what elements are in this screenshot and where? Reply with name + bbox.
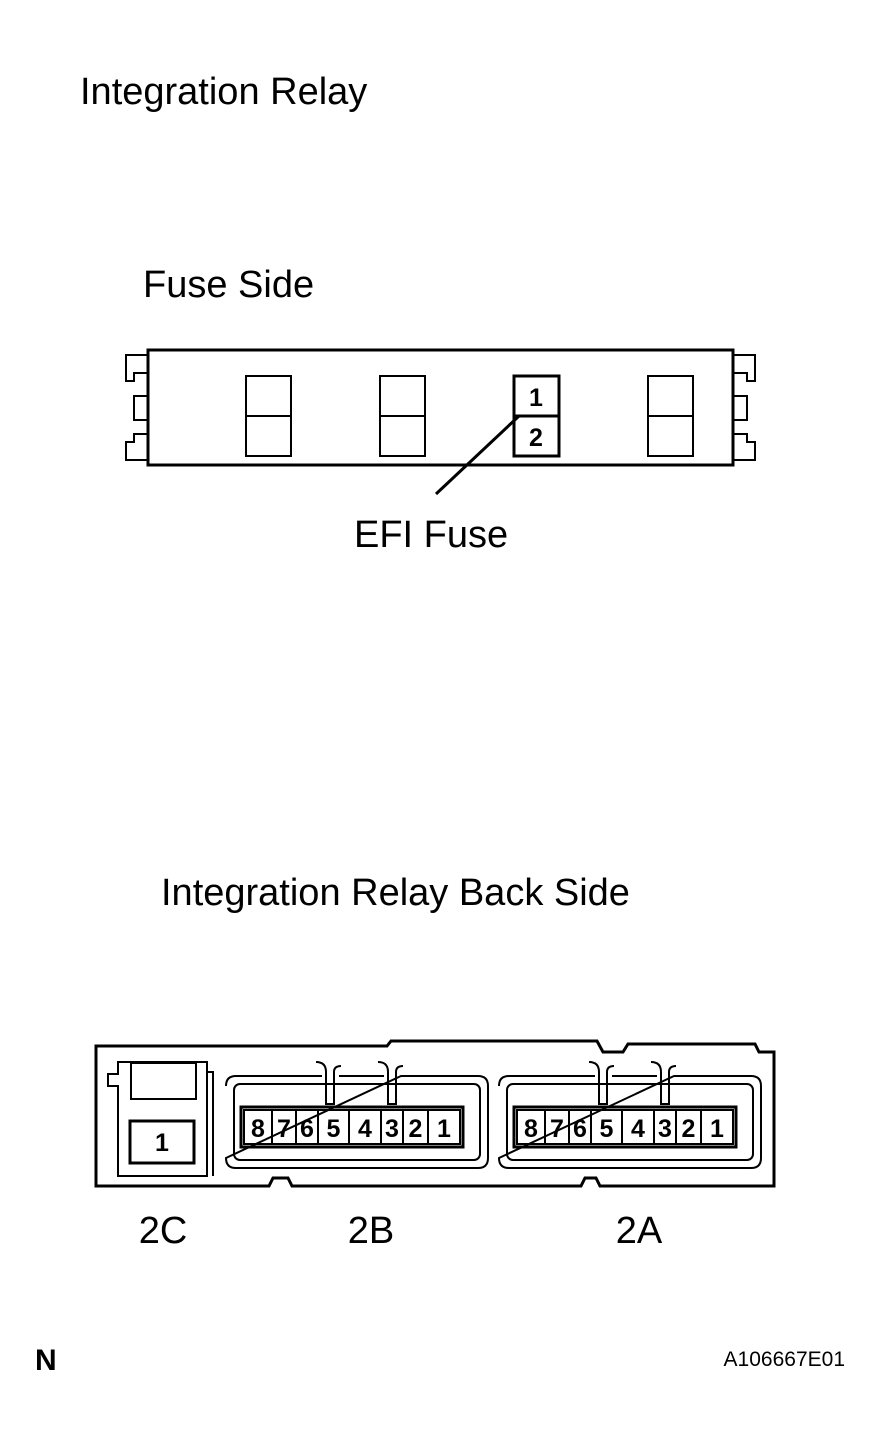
connector-pin-label: 5 [327,1115,341,1143]
connector-frame [224,1075,489,1169]
connector-2c: 1 [107,1061,214,1177]
connector-2c-label: 2C [139,1210,188,1252]
connector-pin-label: 8 [251,1115,265,1143]
connector-pin-label: 1 [710,1115,724,1143]
corner-letter: N [35,1344,57,1377]
connector-pin-label: 4 [631,1115,645,1143]
connector-pin-label: 3 [385,1115,399,1143]
pin-strip [512,1105,738,1149]
connector-pin-label: 2 [409,1115,423,1143]
connector-key [588,1061,615,1105]
connector-pin-label: 6 [573,1115,587,1143]
connector-pin-label: 8 [524,1115,538,1143]
connector-pin-label: 2 [682,1115,696,1143]
connector-key [377,1061,404,1105]
connector-pin-cell [700,1109,734,1145]
connector-2c-pin-1: 1 [155,1129,169,1157]
diagram-title: Integration Relay [80,71,367,113]
fuse-block-right-clips [733,354,756,461]
connector-frame [497,1075,762,1169]
connector-pin-label: 3 [658,1115,672,1143]
connector-pin-label: 7 [277,1115,291,1143]
connector-key [315,1061,342,1105]
fuse-side-heading: Fuse Side [143,264,314,306]
connector-inner-frame [233,1083,481,1161]
connector-pin-label: 6 [300,1115,314,1143]
fuse-slot [647,375,694,457]
connector-pin-label: 7 [550,1115,564,1143]
connector-pin-cell [427,1109,461,1145]
efi-fuse-slot: 1 2 [512,374,561,458]
efi-fuse-pin-2: 2 [529,424,543,452]
fuse-slot [379,375,426,457]
figure-id: A106667E01 [724,1348,845,1371]
efi-fuse-pin-1: 1 [529,384,543,412]
efi-fuse-label: EFI Fuse [354,514,508,556]
connector-inner-frame [506,1083,754,1161]
fuse-block: 1 2 [125,348,756,467]
pin-strip [239,1105,465,1149]
back-side-heading: Integration Relay Back Side [161,872,630,914]
connector-pin-label: 4 [358,1115,372,1143]
fuse-block-left-clips [125,354,148,461]
fuse-slot [245,375,292,457]
connector-2a-label: 2A [616,1210,663,1252]
connector-key [650,1061,677,1105]
connector-2b-label: 2B [348,1210,394,1252]
connector-pin-label: 1 [437,1115,451,1143]
efi-fuse-leader-line [434,414,521,496]
connector-pin-label: 5 [600,1115,614,1143]
